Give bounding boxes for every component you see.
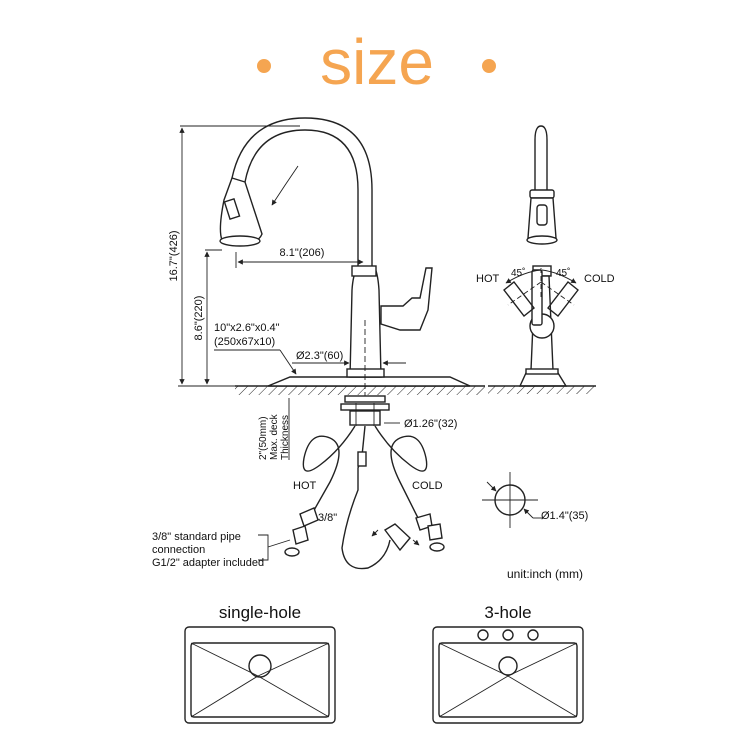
underdeck-assembly: 2"(50mm) Max. deck Thickness Ø1.26"(32) … [258, 395, 457, 570]
deck-plate [267, 376, 471, 387]
title-bullet-right [482, 59, 496, 73]
side-hot-angle: 45˚ [511, 267, 525, 279]
side-cold-label: COLD [584, 273, 615, 285]
pulldown-hose [341, 425, 391, 570]
cold-washer [429, 542, 445, 552]
connection-note-line3: G1/2" adapter included [152, 557, 264, 569]
connection-note-line1: 3/8" standard pipe [152, 531, 241, 543]
cold-supply-hose [374, 425, 428, 521]
sink-single-hole: single-hole [184, 603, 336, 724]
sink-single-hole-label: single-hole [219, 603, 301, 622]
hot-washer [284, 547, 300, 557]
total-height-label: 16.7"(426) [168, 231, 180, 282]
hole-cutout-diagram: Ø1.4"(35) [482, 472, 588, 528]
hot-supply-hose [302, 425, 356, 513]
deck-hatch [235, 386, 485, 395]
side-cold-angle: 45˚ [556, 267, 570, 279]
connection-note-line2: connection [152, 544, 205, 556]
swivel-arrow [271, 165, 299, 206]
title-group: size [257, 26, 496, 98]
deck-plate-size-line1: 10"x2.6"x0.4" [214, 322, 280, 334]
deck-plate-size-line2: (250x67x10) [214, 336, 275, 348]
spout-height-label: 8.6"(220) [193, 296, 205, 341]
connection-note: 3/8" standard pipe connection G1/2" adap… [152, 531, 291, 569]
hole-diameter-label: Ø1.26"(32) [404, 418, 457, 430]
faucet-front-view [219, 117, 485, 400]
faucet-body [349, 267, 382, 378]
spray-head [219, 177, 263, 245]
side-hot-label: HOT [476, 273, 500, 285]
faucet-side-view: HOT COLD 45˚ 45˚ [476, 125, 615, 394]
spout-reach-label: 8.1"(206) [280, 247, 325, 259]
hose-cold-label: COLD [412, 480, 443, 492]
hose-weight [383, 523, 411, 552]
front-dimensions: 16.7"(426) 8.6"(220) 8.1"(206) 10"x2.6"x… [168, 125, 406, 387]
hot-adapter [292, 525, 309, 545]
title-bullet-left [257, 59, 271, 73]
deck-thickness-line1: 2"(50mm) [258, 416, 269, 460]
sink-three-hole: 3-hole [432, 603, 584, 724]
hose-hot-label: HOT [293, 480, 317, 492]
sink-three-hole-label: 3-hole [484, 603, 531, 622]
base-diameter-label: Ø2.3"(60) [296, 350, 343, 362]
unit-note: unit:inch (mm) [507, 567, 583, 581]
hole-cutout-label: Ø1.4"(35) [541, 510, 588, 522]
gooseneck-spout [244, 129, 359, 266]
deck-thickness-line2: Max. deck [269, 413, 280, 460]
cold-adapter [427, 523, 443, 541]
handle-lever [380, 267, 433, 331]
hose-size-label: 3/8" [318, 512, 337, 524]
page-title: size [320, 26, 434, 98]
deck-thickness-line3: Thickness [280, 415, 291, 460]
